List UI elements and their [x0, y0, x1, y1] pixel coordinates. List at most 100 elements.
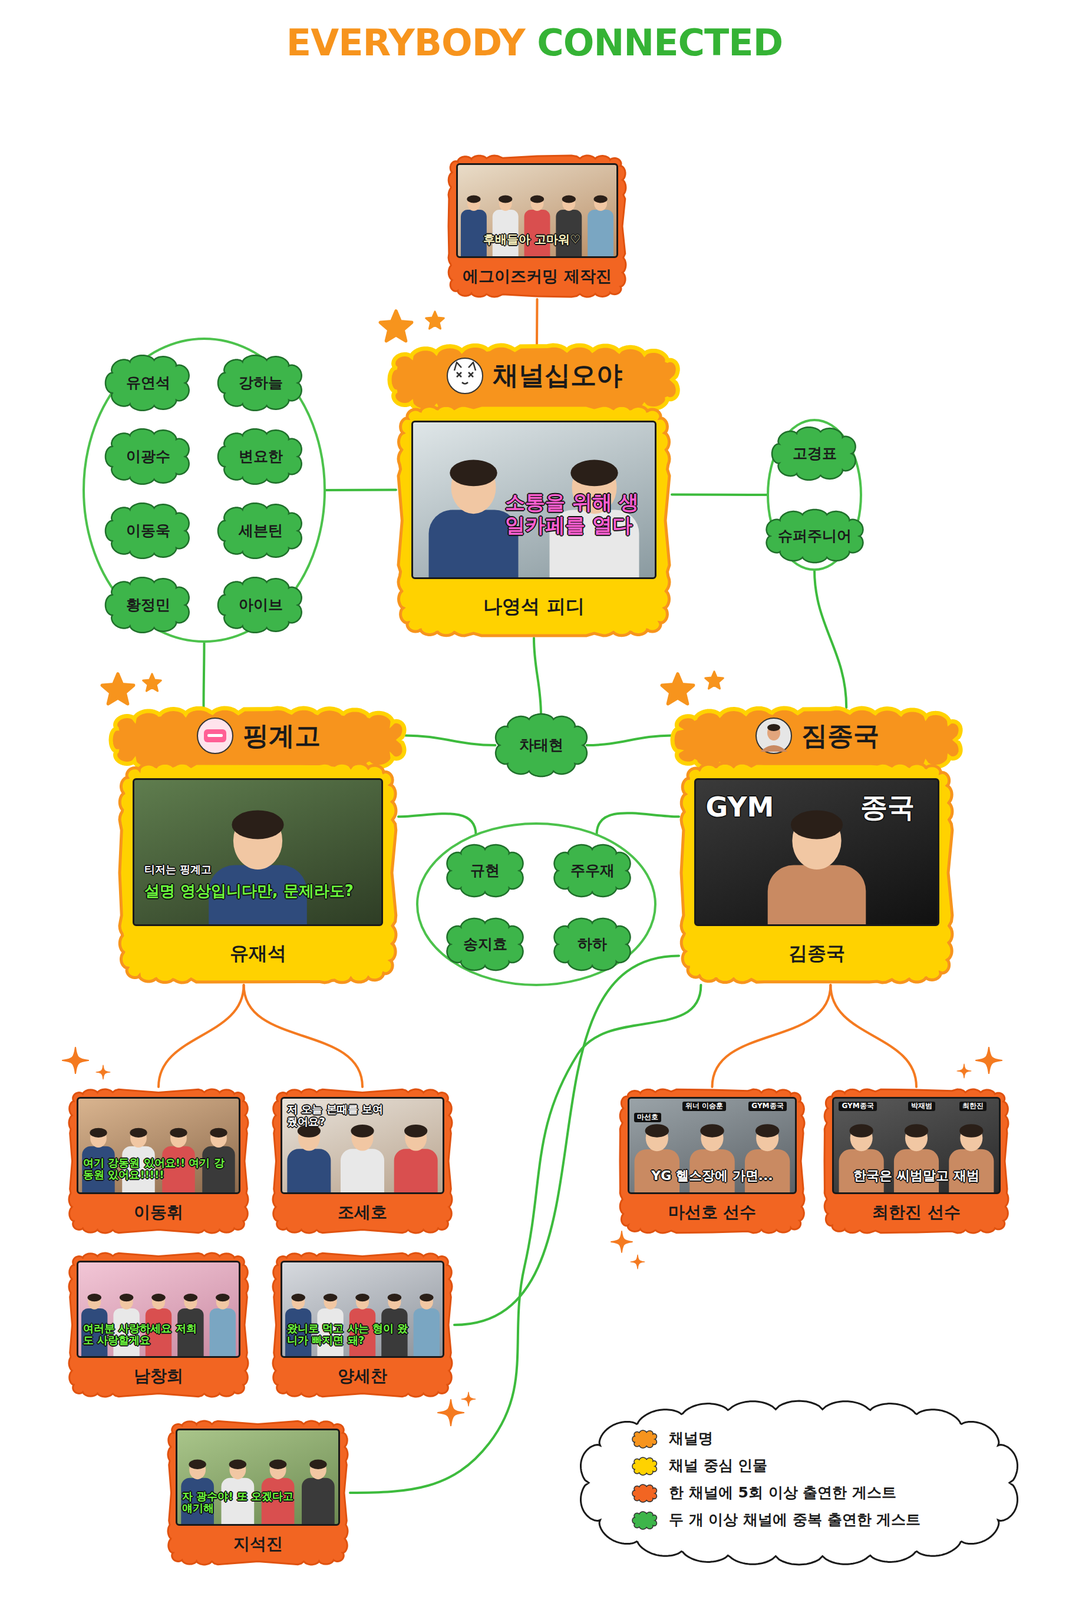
cloud-outline [105, 577, 190, 633]
thumbnail-caption: 자 광수야! 또 오겠다고 얘기해 [182, 1490, 299, 1516]
cloud-outline [554, 845, 631, 897]
legend-swatch-shape [632, 1457, 657, 1476]
icon-disc [197, 718, 233, 754]
name-tag: GYM종국 [748, 1102, 787, 1112]
guest-cloud: 이광수 [103, 427, 193, 487]
person-hair [231, 810, 284, 840]
connector [712, 985, 831, 1088]
name-tag: 위너 이승훈 [682, 1102, 727, 1112]
person-head [130, 1128, 147, 1148]
person-body [209, 1308, 236, 1357]
thumbnail-illustration [134, 780, 382, 925]
card-caption: 나영석 피디 [483, 595, 585, 618]
person-head [170, 1128, 187, 1148]
guest-cloud: 황정민 [103, 575, 193, 635]
person-body [394, 1149, 438, 1193]
thumbnail-caption: 소통을 위해 생일카페를 열다 [505, 490, 651, 537]
person-head [324, 1294, 338, 1311]
person-head [594, 195, 607, 211]
guest-cloud: 변요한 [216, 427, 305, 487]
thumbnail: 소통을 위해 생일카페를 열다 [411, 420, 657, 580]
channel-name: 채널십오야 [492, 360, 623, 392]
thumbnail: GYM종국박재범최한진한국은 씨범말고 재범 [832, 1097, 1001, 1195]
guest-name: 차태현 [519, 736, 564, 755]
connector [671, 493, 768, 497]
icon-disc [756, 718, 792, 754]
card-caption: 유재석 [229, 942, 287, 965]
thumbnail-caption: 종국 [860, 792, 915, 824]
person-hair [89, 1128, 107, 1138]
channel-icon [195, 716, 235, 756]
cloud-outline [766, 509, 863, 563]
cluster-outline [83, 338, 325, 642]
thumbnail: 여기 강동원 있어요!! 여기 강동원 있어요!!!!! [76, 1097, 241, 1195]
channel-group: 핑계고티저는 핑계고설명 영상입니다만, 문제라도?유재석 [107, 704, 409, 986]
card-caption: 지석진 [233, 1534, 283, 1555]
person-hair [959, 1124, 983, 1138]
guest-cloud: 고경표 [770, 425, 859, 483]
guest-cloud: 송지효 [443, 916, 527, 973]
thumbnail: 저 오늘 본때를 보여줬어요? [280, 1097, 445, 1195]
person-hair [188, 1460, 206, 1470]
card-caption: 이동휘 [133, 1202, 184, 1223]
channel-name: 짐종국 [801, 720, 880, 752]
person-hair [291, 1294, 306, 1302]
person-hair [229, 1460, 247, 1470]
connector [533, 638, 541, 716]
person-hair [570, 460, 618, 487]
thumbnail: 자 광수야! 또 오겠다고 얘기해 [175, 1429, 341, 1527]
person-hair [404, 1124, 428, 1138]
channel-header-outline [389, 345, 678, 415]
guest-cloud: 세븐틴 [216, 501, 305, 561]
connector [405, 735, 496, 746]
cloud-outline [771, 427, 856, 481]
icon-body [760, 745, 788, 752]
person-hair [323, 1294, 338, 1302]
card-caption: 남창희 [133, 1366, 184, 1387]
person-body [286, 1149, 331, 1193]
person-hair [466, 195, 481, 204]
channel-icon [754, 716, 794, 756]
host-card: GYM종국김종국 [678, 760, 955, 986]
legend-cloud-outline [581, 1401, 1018, 1566]
guest-cluster: 규현주우재송지효하하 [415, 822, 658, 988]
connector [814, 569, 847, 708]
channel-header: 짐종국 [668, 704, 965, 768]
person-hair [530, 195, 544, 204]
person-hair [169, 1128, 187, 1138]
guest-name: 고경표 [792, 444, 837, 463]
person-hair [129, 1128, 147, 1138]
person-hair [209, 1128, 227, 1138]
person-head [309, 1460, 327, 1480]
guest-name: 유연석 [126, 374, 171, 392]
star-decoration [661, 674, 694, 705]
guest-cluster: 고경표슈퍼주니어 [766, 418, 863, 572]
name-tag: 마선호 [634, 1113, 662, 1123]
cloud-outline [105, 355, 190, 411]
person-head [387, 1294, 401, 1311]
cloud-outline [218, 503, 302, 559]
thumbnail-caption: 여러분 사랑하세요 저희도 사랑할게요 [83, 1322, 199, 1348]
person-body [767, 865, 867, 925]
person-head [216, 1294, 230, 1311]
sparkle-decoration [96, 1065, 111, 1080]
person-hair [87, 1294, 102, 1302]
guest-name: 이동욱 [126, 522, 171, 540]
person-hair [269, 1460, 287, 1470]
thumbnail-caption: YG 헬스장에 가면... [635, 1168, 789, 1184]
thumbnail: 왔니로 먹고 사는 형이 왔니가 빠지면 돼? [280, 1261, 445, 1359]
legend-cloud [576, 1399, 1022, 1568]
sparkle-decoration [957, 1064, 972, 1079]
star-decoration [143, 674, 161, 692]
caption-area: 김종국 [678, 926, 955, 981]
person-body [162, 1146, 195, 1193]
cat-eyes [456, 372, 474, 378]
connector [535, 299, 539, 345]
guest-card: GYM종국박재범최한진한국은 씨범말고 재범최한진 선수 [822, 1087, 1011, 1236]
cloud-outline [105, 429, 190, 485]
guest-card: 자 광수야! 또 오겠다고 얘기해지석진 [165, 1419, 351, 1568]
person-body [202, 1146, 235, 1193]
card-caption: 조세호 [337, 1202, 388, 1223]
guest-cloud: 유연석 [103, 353, 193, 413]
sparkle-decoration [630, 1255, 645, 1270]
